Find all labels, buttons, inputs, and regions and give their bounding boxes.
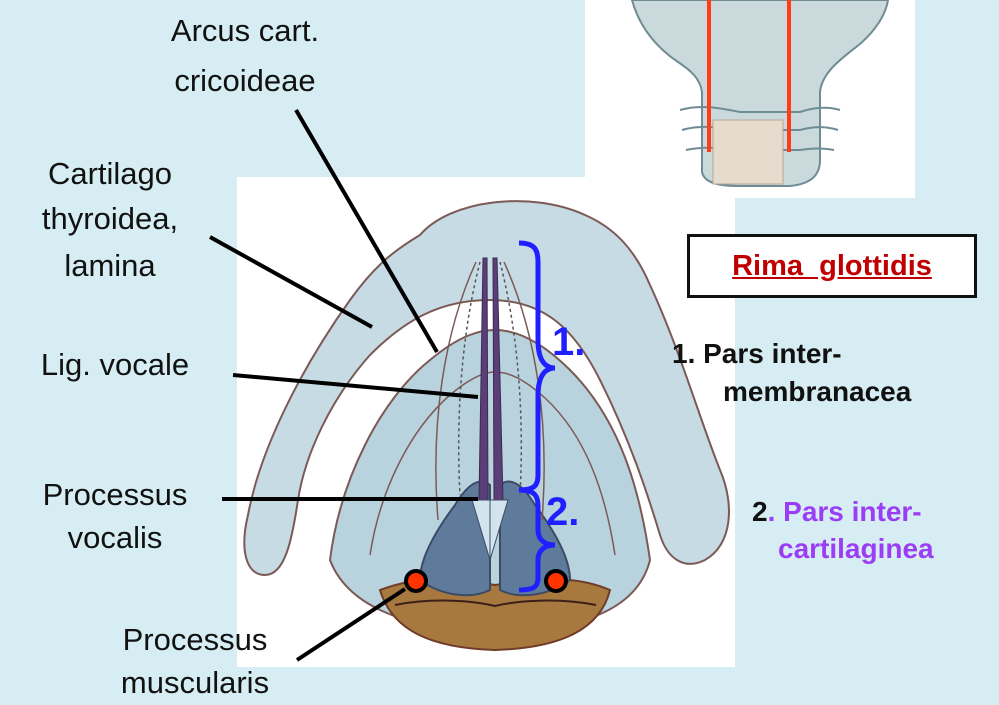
muscular-process-left-marker: [406, 571, 426, 591]
label-lig-vocale: Lig. vocale: [10, 346, 220, 384]
legend-part2-text: . Pars inter-: [768, 496, 922, 527]
label-proc-musc-line2: muscularis: [90, 664, 300, 702]
label-proc-musc-line1: Processus: [90, 621, 300, 659]
legend-part1-line2: membranacea: [723, 375, 911, 409]
label-arcus-line2: cricoideae: [145, 62, 345, 100]
proc-musc-pointer-line: [297, 589, 405, 660]
label-proc-vocalis-line2: vocalis: [10, 519, 220, 557]
legend-part2-line2: cartilaginea: [778, 532, 934, 566]
trachea-sketch: [632, 0, 888, 186]
label-arcus-line1: Arcus cart.: [145, 12, 345, 50]
legend-part2-line1: 2. Pars inter-: [752, 495, 922, 529]
label-cartilago-line1: Cartilago: [0, 155, 220, 193]
label-cartilago-line3: lamina: [0, 247, 220, 285]
label-cartilago-line2: thyroidea,: [0, 200, 220, 238]
part2-number: 2.: [546, 490, 579, 535]
legend-part1-line1: 1. Pars inter-: [672, 337, 842, 371]
part1-number: 1.: [552, 320, 585, 365]
rima-glottidis-title: Rima glottidis: [732, 250, 932, 283]
rima-glottidis-title-box: Rima glottidis: [687, 234, 977, 298]
legend-part2-number: 2: [752, 496, 768, 527]
larynx-sketch: [244, 201, 729, 650]
cartilago-pointer-line: [210, 237, 372, 327]
muscular-process-right-marker: [546, 571, 566, 591]
label-proc-vocalis-line1: Processus: [10, 476, 220, 514]
